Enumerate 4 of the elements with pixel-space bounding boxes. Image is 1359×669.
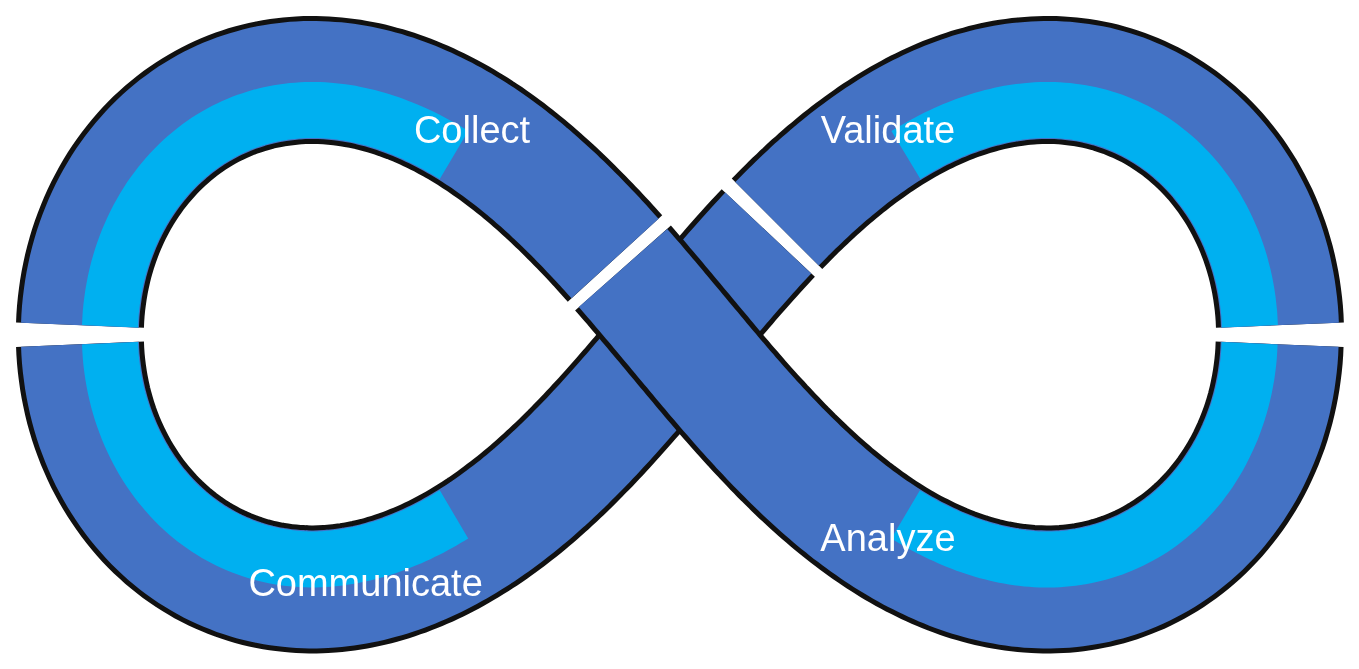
segment-label: Validate	[820, 110, 956, 153]
segment-label: Analyze	[820, 517, 956, 560]
segment-label: Communicate	[248, 562, 483, 605]
segment-label: Collect	[413, 110, 531, 153]
